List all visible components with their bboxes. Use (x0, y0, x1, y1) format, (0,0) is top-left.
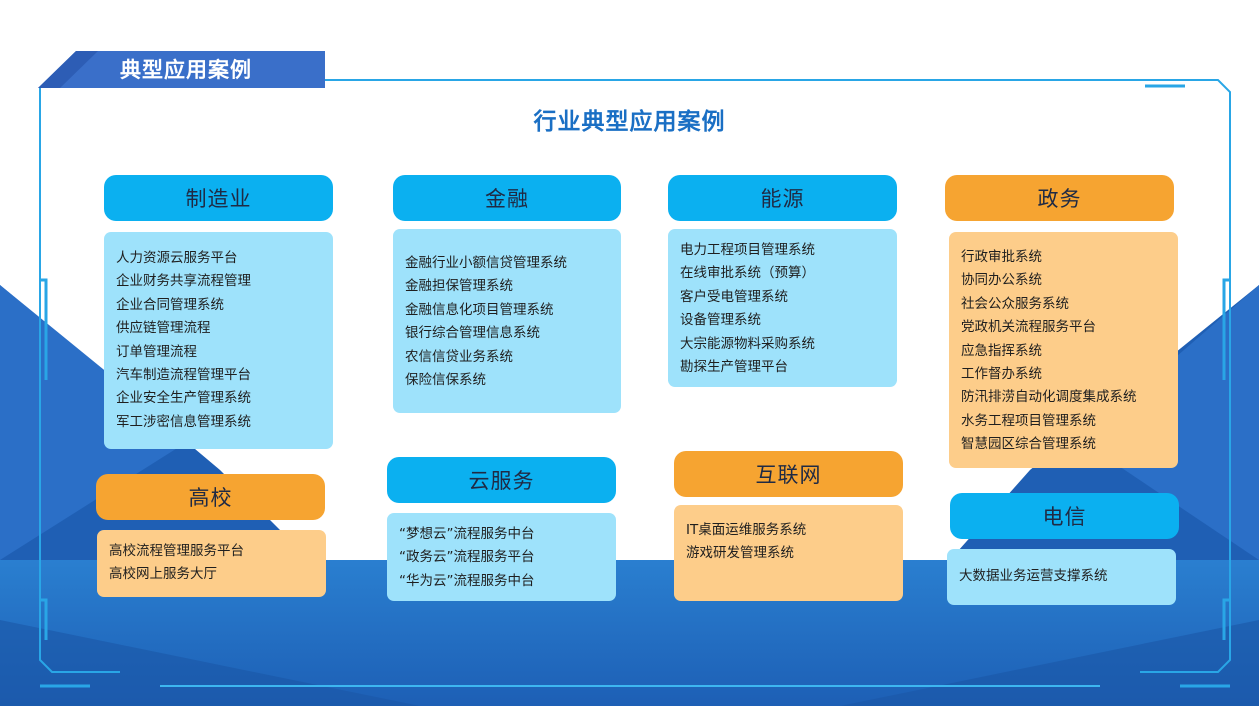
list-item: 保险信保系统 (405, 371, 486, 388)
list-telecom: 大数据业务运营支撑系统 (947, 549, 1176, 605)
list-item: 智慧园区综合管理系统 (961, 436, 1096, 453)
header-government: 政务 (945, 175, 1174, 221)
list-item: 社会公众服务系统 (961, 295, 1069, 312)
list-item: IT桌面运维服务系统 (686, 522, 807, 538)
list-item: 勘探生产管理平台 (680, 358, 788, 375)
list-item: 金融行业小额信贷管理系统 (405, 255, 567, 271)
list-government: 行政审批系统 协同办公系统 社会公众服务系统 党政机关流程服务平台 应急指挥系统… (949, 232, 1178, 468)
list-item: 应急指挥系统 (961, 342, 1042, 359)
list-university: 高校流程管理服务平台 高校网上服务大厅 (97, 530, 326, 597)
list-item: 协同办公系统 (961, 272, 1042, 289)
list-item: 大宗能源物料采购系统 (680, 335, 815, 352)
header-internet: 互联网 (674, 451, 903, 497)
header-university: 高校 (96, 474, 325, 520)
list-item: 在线审批系统（预算） (680, 265, 815, 282)
list-item: 汽车制造流程管理平台 (116, 366, 251, 383)
header-telecom: 电信 (950, 493, 1179, 539)
list-item: 水务工程项目管理系统 (961, 412, 1096, 429)
list-item: 人力资源云服务平台 (116, 250, 238, 266)
list-internet: IT桌面运维服务系统 游戏研发管理系统 (674, 505, 903, 601)
list-item: 金融信息化项目管理系统 (405, 301, 554, 318)
list-item: “梦想云”流程服务中台 (399, 526, 535, 542)
list-item: 企业财务共享流程管理 (116, 273, 251, 290)
header-finance: 金融 (393, 175, 621, 221)
list-item: 高校流程管理服务平台 (109, 543, 244, 559)
list-item: 党政机关流程服务平台 (961, 319, 1096, 336)
list-item: 高校网上服务大厅 (109, 566, 217, 583)
header-energy: 能源 (668, 175, 897, 221)
list-manufacturing: 人力资源云服务平台 企业财务共享流程管理 企业合同管理系统 供应链管理流程 订单… (104, 232, 333, 449)
list-item: 大数据业务运营支撑系统 (959, 568, 1108, 584)
list-item: 工作督办系统 (961, 365, 1042, 382)
list-energy: 电力工程项目管理系统 在线审批系统（预算） 客户受电管理系统 设备管理系统 大宗… (668, 229, 897, 387)
list-item: “政务云”流程服务平台 (399, 549, 535, 566)
list-cloud: “梦想云”流程服务中台 “政务云”流程服务平台 “华为云”流程服务中台 (387, 513, 616, 601)
list-item: 行政审批系统 (961, 249, 1042, 265)
list-item: 军工涉密信息管理系统 (116, 413, 251, 430)
list-item: 客户受电管理系统 (680, 288, 788, 305)
list-item: 订单管理流程 (116, 343, 197, 360)
list-finance: 金融行业小额信贷管理系统 金融担保管理系统 金融信息化项目管理系统 银行综合管理… (393, 229, 621, 413)
title-tab-shape (38, 51, 325, 88)
header-manufacturing: 制造业 (104, 175, 333, 221)
list-item: 银行综合管理信息系统 (405, 325, 540, 342)
list-item: 企业安全生产管理系统 (116, 390, 251, 407)
list-item: 农信信贷业务系统 (405, 348, 513, 365)
list-item: 设备管理系统 (680, 312, 761, 329)
list-item: 企业合同管理系统 (116, 296, 224, 313)
list-item: 游戏研发管理系统 (686, 545, 794, 562)
list-item: 防汛排涝自动化调度集成系统 (961, 389, 1137, 406)
list-item: “华为云”流程服务中台 (399, 572, 535, 589)
section-title: 典型应用案例 (120, 58, 252, 82)
list-item: 电力工程项目管理系统 (680, 242, 815, 258)
page-title: 行业典型应用案例 (533, 109, 726, 135)
header-cloud: 云服务 (387, 457, 616, 503)
list-item: 金融担保管理系统 (405, 278, 513, 295)
list-item: 供应链管理流程 (116, 320, 211, 337)
